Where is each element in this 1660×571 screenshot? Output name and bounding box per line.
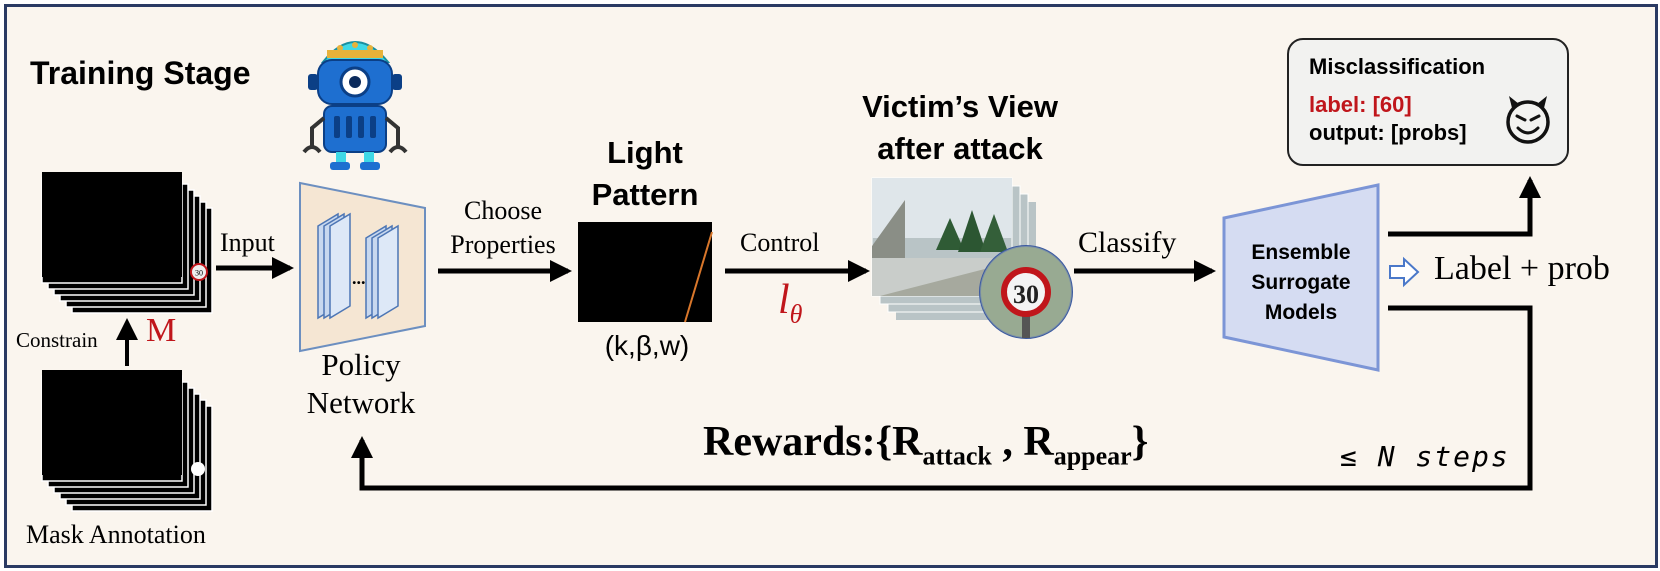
label-prob-text: Label + prob [1434,250,1610,287]
ensemble-shape [1222,183,1380,372]
rewards-appear-sub: appear [1053,441,1132,471]
ensemble-line2: Surrogate [1251,271,1351,294]
l-theta-label: lθ [778,276,802,329]
policy-layer-right [365,224,399,320]
ensemble-label: Ensemble Surrogate Models [1230,238,1372,328]
light-pattern-image [578,222,712,322]
robot-icon [302,41,408,170]
misclass-output: output: [probs] [1309,120,1467,145]
misclassification-title: Misclassification [1309,54,1486,79]
ensemble-line1: Ensemble [1251,241,1351,264]
devil-smiley-icon [1506,96,1550,144]
mask-stack-top [41,172,213,314]
misclassification-arrow [1388,176,1541,237]
reward-feedback-arrow [351,305,1533,491]
victim-view-stack [871,177,1036,320]
speed-sign-magnifier: 30 [979,245,1073,339]
ensemble-line3: Models [1264,301,1338,324]
classify-label: Classify [1078,226,1177,259]
constrain-label: Constrain [16,328,98,352]
light-params: (k,β,w) [604,330,690,361]
choose-line1: Choose [464,196,542,225]
misclass-label-value: [60] [1372,92,1412,117]
mask-stack-bottom [41,370,213,512]
sign-number: 30 [1013,280,1039,309]
light-beam-line [684,231,713,323]
rewards-prefix: Rewards:{R [703,419,923,465]
policy-network-label: Policy Network [296,346,426,422]
rewards-label: Rewards:{Rattack , Rappear} [703,418,1148,471]
mask-symbol: M [146,312,177,349]
light-title-line2: Pattern [591,177,699,212]
victim-view-title: Victim’s View after attack [840,86,1080,170]
steps-label: ≤ N steps [1340,440,1510,473]
misclass-label-prefix: label: [1309,92,1373,117]
misclassification-box: Misclassification label: [60] output: [p… [1287,38,1569,166]
policy-label-line2: Network [306,385,416,420]
rewards-attack-sub: attack [922,441,992,471]
choose-properties-label: Choose Properties [432,194,574,262]
choose-line2: Properties [450,230,556,259]
control-label: Control [740,228,820,257]
victim-title-line1: Victim’s View [862,89,1058,124]
light-title-line1: Light [607,135,683,170]
small-speed-sign-icon: 30 [190,263,208,281]
l-theta-main: l [778,277,790,323]
light-pattern-title: Light Pattern [570,132,720,216]
hollow-right-arrow-icon [1389,256,1420,288]
misclass-label-line: label: [60] [1309,92,1412,118]
input-label: Input [220,228,275,257]
policy-label-line1: Policy [321,347,401,382]
policy-layer-left [317,212,351,320]
l-theta-sub: θ [789,299,803,329]
mask-dot [191,462,205,476]
stage-title: Training Stage [30,55,251,91]
victim-title-line2: after attack [877,131,1043,166]
rewards-sep: , R [991,419,1054,465]
rewards-suffix: } [1131,419,1149,465]
policy-dots: ... [352,268,366,288]
small-sign-number: 30 [195,269,203,278]
mask-annotation-label: Mask Annotation [26,520,206,549]
